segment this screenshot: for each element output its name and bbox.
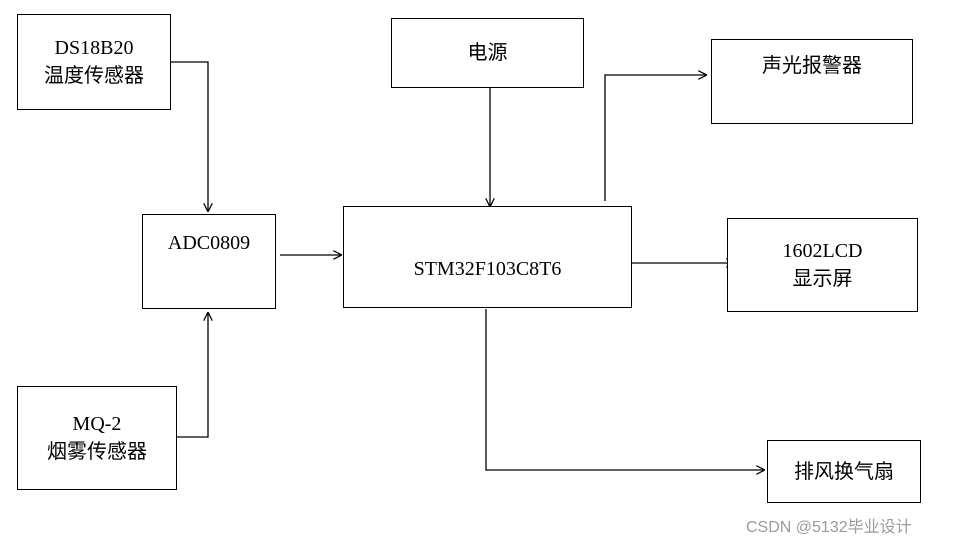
lcd-type-label: 显示屏 <box>792 268 853 290</box>
ds18b20-temperature-sensor-block: DS18B20 温度传感器 <box>17 14 171 110</box>
fan-label: 排风换气扇 <box>794 460 894 483</box>
mq2-type-label: 烟雾传感器 <box>47 441 147 463</box>
watermark: CSDN @5132毕业设计 <box>746 519 912 536</box>
arrow-mcu-to-alarm <box>604 75 706 201</box>
arrow-mcu-to-fan <box>485 309 764 470</box>
mq2-smoke-sensor-block: MQ-2 烟雾传感器 <box>17 386 177 490</box>
lcd-display-block: 1602LCD 显示屏 <box>727 218 918 312</box>
power-label: 电源 <box>467 42 508 64</box>
ds18b20-model-label: DS18B20 <box>54 37 134 59</box>
exhaust-fan-block: 排风换气扇 <box>767 440 921 503</box>
adc-block: ADC0809 <box>142 214 276 309</box>
arrow-mq2-to-adc <box>177 313 208 438</box>
lcd-model-label: 1602LCD <box>782 240 863 262</box>
mcu-label: STM32F103C8T6 <box>413 258 562 280</box>
ds18b20-type-label: 温度传感器 <box>44 65 144 87</box>
adc-label: ADC0809 <box>167 232 251 254</box>
alarm-block: 声光报警器 <box>711 39 913 124</box>
arrow-ds18b20-to-adc <box>171 61 208 211</box>
power-supply-block: 电源 <box>391 18 584 88</box>
alarm-label: 声光报警器 <box>762 55 862 77</box>
mcu-block: STM32F103C8T6 <box>343 206 632 308</box>
mq2-model-label: MQ-2 <box>72 413 122 435</box>
